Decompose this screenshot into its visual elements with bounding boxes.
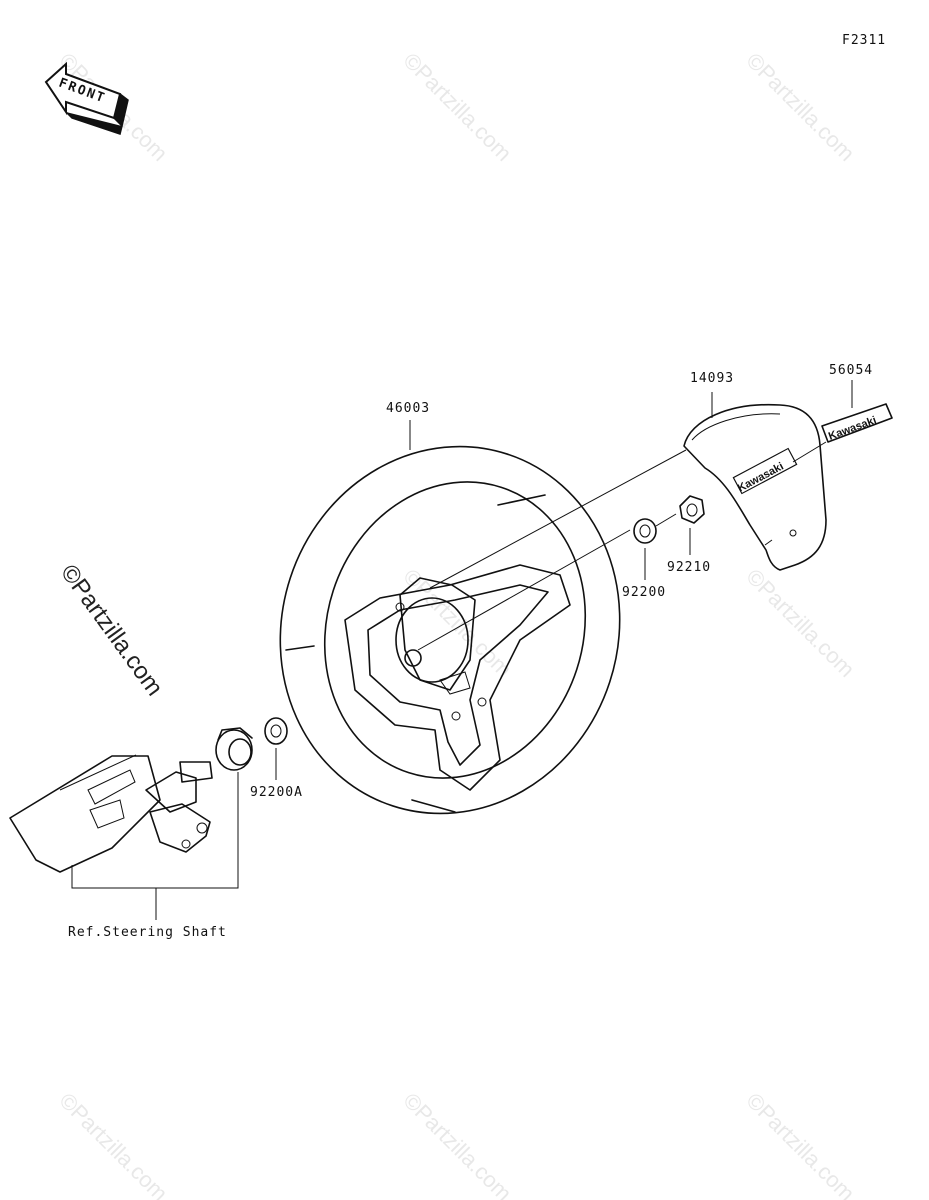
front-arrow-icon: FRONT [44,61,129,135]
leader-line-14093 [429,449,687,589]
part-label-56054[interactable]: 56054 [829,363,873,378]
part-label-92210[interactable]: 92210 [667,560,711,575]
leader-56054-to-cover [792,441,827,463]
steering-shaft-reference [9,754,213,873]
watermarks: ©Partzilla.com ©Partzilla.com ©Partzilla… [54,48,859,1200]
washer-92200a[interactable] [264,717,288,745]
steering-wheel[interactable] [233,402,667,858]
horn-cover[interactable]: Kawasaki [683,403,827,571]
part-label-92200[interactable]: 92200 [622,585,666,600]
watermark: ©Partzilla.com [741,48,859,166]
leader-line-92200 [417,529,631,651]
nut-92210[interactable] [679,495,705,524]
watermark: ©Partzilla.com [741,1088,859,1200]
watermark: ©Partzilla.com [741,564,859,682]
watermark: ©Partzilla.com [54,1088,172,1200]
watermark: ©Partzilla.com [398,48,516,166]
copyright-text: ©Partzilla.com [55,560,168,701]
part-label-46003[interactable]: 46003 [386,401,430,416]
washer-92200[interactable] [633,518,657,544]
reference-bracket [71,772,239,889]
watermark: ©Partzilla.com [398,1088,516,1200]
leader-nut-washer [655,513,677,527]
part-label-14093[interactable]: 14093 [690,371,734,386]
shaft-bushing [215,727,253,771]
reference-label: Ref.Steering Shaft [68,925,227,940]
emblem-badge-text: Kawasaki [827,414,878,442]
part-label-92200A[interactable]: 92200A [250,785,303,800]
figure-code: F2311 [842,33,886,48]
cover-emblem-text: Kawasaki [736,461,786,495]
emblem-badge[interactable]: Kawasaki [821,403,893,443]
